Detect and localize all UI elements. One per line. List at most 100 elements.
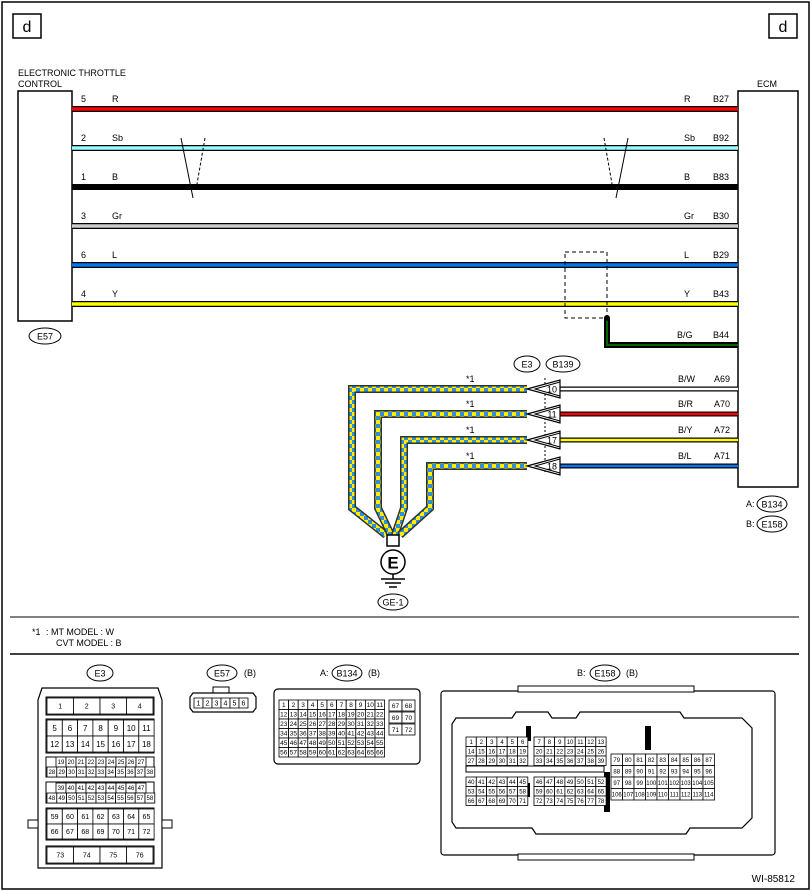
pin-number: 62 <box>567 789 574 795</box>
pin-number: 105 <box>704 781 715 787</box>
pin-number: 34 <box>280 731 288 738</box>
pin-number: 60 <box>546 789 553 795</box>
pin-number: 44 <box>108 786 115 792</box>
pin-number: 25 <box>118 760 125 766</box>
pin-number: 13 <box>290 712 298 719</box>
ground-wire-ecm-pin: A70 <box>714 399 730 409</box>
pin-number: 57 <box>290 750 298 757</box>
pin-number: 57 <box>509 789 516 795</box>
svg-text:E158: E158 <box>761 520 782 530</box>
pin-number: 47 <box>546 780 553 786</box>
pin-number: 70 <box>112 829 120 836</box>
pin-number: 39 <box>58 786 65 792</box>
pin-number: 10 <box>127 724 136 733</box>
pin-number: 73 <box>56 853 64 860</box>
wire-color-code-left: Gr <box>112 211 122 221</box>
ecm-pin-number: B83 <box>713 172 729 182</box>
pin-number: 102 <box>669 781 680 787</box>
pin-number: 60 <box>66 814 74 821</box>
pin-number: 64 <box>127 814 135 821</box>
pin-number: 79 <box>613 758 620 764</box>
pin-number: 20 <box>68 760 75 766</box>
pin-number: 7 <box>83 724 88 733</box>
pin-number: 65 <box>143 814 151 821</box>
page-tag-left: d <box>12 13 42 39</box>
ground-wire-color-code: B/W <box>678 374 696 384</box>
wire-color-code-left: Sb <box>112 133 123 143</box>
pin-number: 52 <box>88 796 95 802</box>
pin-number: 34 <box>546 759 553 765</box>
pin-number: 37 <box>577 759 584 765</box>
pin-number: 50 <box>68 796 75 802</box>
ground-wire-ecm-pin: A71 <box>714 451 730 461</box>
ground-symbol: E <box>380 534 406 588</box>
pin-number: 18 <box>142 740 151 749</box>
pin-number: 4 <box>138 704 142 711</box>
pin-row-frame <box>45 696 155 716</box>
pin-number: 15 <box>309 712 317 719</box>
pin-cell <box>401 723 416 736</box>
ect-pin-number: 2 <box>81 133 86 143</box>
junction-pin-number: 18 <box>547 462 557 472</box>
wire-color-code-right: B <box>684 172 690 182</box>
pin-number: 68 <box>405 703 413 710</box>
pin-number: 46 <box>290 740 298 747</box>
svg-text:(B): (B) <box>368 668 380 678</box>
pin-number: 21 <box>78 760 85 766</box>
pin-number: 44 <box>376 731 384 738</box>
pin-number: 66 <box>376 750 384 757</box>
ground-wire-star: *1 <box>466 374 475 384</box>
pin-number: 15 <box>478 749 485 755</box>
pin-number: 18 <box>338 712 346 719</box>
ground-wire-fill <box>392 437 527 536</box>
ecm-component-box <box>737 90 799 488</box>
pin-number: 32 <box>519 759 526 765</box>
pin-number: 78 <box>598 799 605 805</box>
pin-number: 50 <box>577 780 584 786</box>
pin-number: 11 <box>376 702 383 709</box>
pin-number: 76 <box>577 799 584 805</box>
svg-text:d: d <box>779 19 788 36</box>
pin-number: 41 <box>347 731 355 738</box>
ecm-pin-number: B30 <box>713 211 729 221</box>
pin-number: 75 <box>567 799 574 805</box>
pin-number: 71 <box>392 727 400 734</box>
pin-number: 76 <box>136 853 144 860</box>
pin-number: 70 <box>509 799 516 805</box>
pin-number: 2 <box>206 701 210 708</box>
pin-number: 43 <box>499 780 506 786</box>
pin-number: 5 <box>233 701 237 708</box>
wire-color-code-right: Y <box>684 289 690 299</box>
pin-number: 62 <box>97 814 105 821</box>
pin-number: 45 <box>118 786 125 792</box>
pin-number: 87 <box>705 758 712 764</box>
pin-number: 12 <box>587 740 594 746</box>
pin-number: 19 <box>347 712 355 719</box>
pin-number: 109 <box>646 792 657 798</box>
pin-number: 72 <box>143 829 151 836</box>
pin-cell <box>401 699 416 712</box>
pin-number: 29 <box>338 721 346 728</box>
ect-pin-number: 3 <box>81 211 86 221</box>
pin-cell <box>238 697 249 709</box>
pin-number: 5 <box>511 740 515 746</box>
pin-number: 9 <box>114 724 119 733</box>
ground-wire-fill <box>349 386 527 537</box>
pin-number: 38 <box>587 759 594 765</box>
pin-number: 3 <box>301 702 305 709</box>
junction-pin-number: 11 <box>547 410 556 420</box>
pin-number: 41 <box>78 786 85 792</box>
pin-number: 23 <box>98 760 105 766</box>
pin-number: 54 <box>107 796 114 802</box>
pin-number: 15 <box>96 740 105 749</box>
pin-number: 14 <box>468 749 475 755</box>
pin-number: 35 <box>290 731 298 738</box>
pin-number: 10 <box>567 740 574 746</box>
pin-number: 35 <box>556 759 563 765</box>
